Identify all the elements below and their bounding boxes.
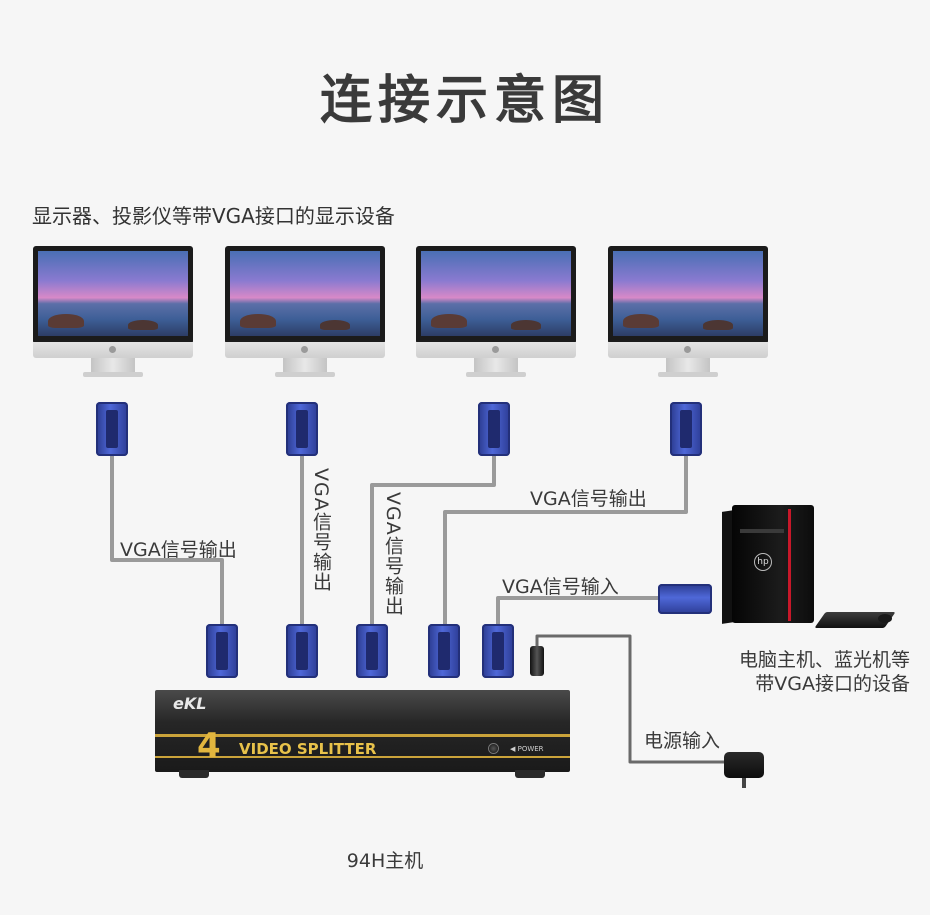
vga-plug-icon xyxy=(286,624,318,678)
host-model-label: 94H主机 xyxy=(346,850,424,872)
vga-plug-icon xyxy=(356,624,388,678)
source-device-caption: 电脑主机、蓝光机等 带VGA接口的设备 xyxy=(700,648,910,696)
vga-plug-icon xyxy=(478,402,510,456)
monitor-icon xyxy=(33,246,193,381)
source-device-line-1: 电脑主机、蓝光机等 xyxy=(738,649,910,671)
vga-plug-icon xyxy=(482,624,514,678)
vga-plug-icon xyxy=(428,624,460,678)
vga-splitter-device: eKL 4 VIDEO SPLITTER ◀ POWER xyxy=(155,690,570,778)
power-adapter-icon xyxy=(724,752,764,778)
cable-4 xyxy=(443,455,688,628)
vga-output-label-1: VGA信号输出 xyxy=(120,539,237,561)
cable-3 xyxy=(370,455,496,628)
hp-logo: hp xyxy=(754,553,772,571)
vga-output-label-4: VGA信号输出 xyxy=(530,488,647,510)
power-input-label: 电源输入 xyxy=(644,730,721,752)
pc-tower-icon: hp xyxy=(722,505,814,624)
vga-output-label-3: VGA信号输出 xyxy=(382,492,404,616)
vga-plug-icon xyxy=(96,402,128,456)
cable-1 xyxy=(110,455,224,628)
splitter-model-text: VIDEO SPLITTER xyxy=(239,740,377,758)
cable-input xyxy=(496,596,662,628)
vga-plug-icon xyxy=(206,624,238,678)
vga-plug-icon xyxy=(670,402,702,456)
monitor-icon xyxy=(608,246,768,381)
vga-output-label-2: VGA信号输出 xyxy=(310,468,332,592)
monitor-icon xyxy=(416,246,576,381)
splitter-port-number: 4 xyxy=(197,726,221,766)
dc-plug-icon xyxy=(530,646,544,676)
splitter-brand: eKL xyxy=(173,694,207,713)
source-device-line-2: 带VGA接口的设备 xyxy=(755,673,910,695)
vga-plug-icon xyxy=(658,584,712,614)
page-title: 连接示意图 xyxy=(319,71,610,131)
monitor-icon xyxy=(225,246,385,381)
vga-plug-icon xyxy=(286,402,318,456)
vga-input-label: VGA信号输入 xyxy=(502,576,619,598)
mouse-icon xyxy=(878,614,892,623)
power-led-icon xyxy=(489,744,498,753)
splitter-power-text: ◀ POWER xyxy=(510,745,544,753)
adapter-pin xyxy=(742,778,746,788)
display-devices-caption: 显示器、投影仪等带VGA接口的显示设备 xyxy=(32,204,395,228)
